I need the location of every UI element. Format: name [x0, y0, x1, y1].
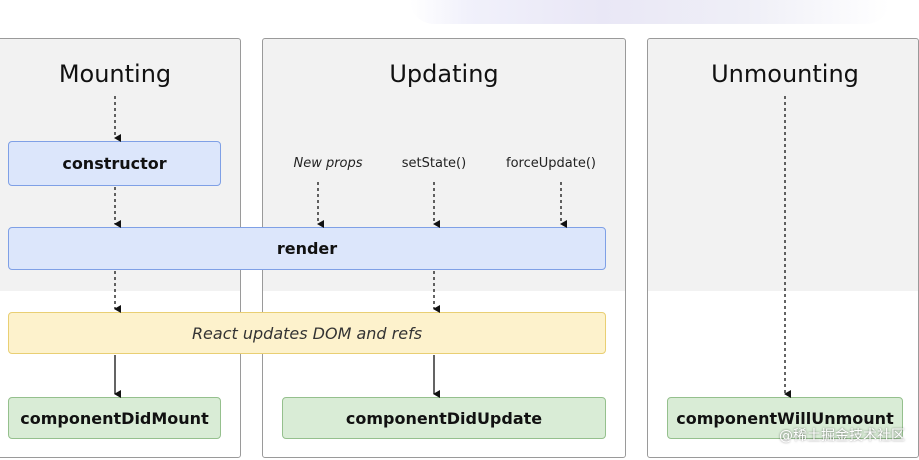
trigger-set-state: setState(): [401, 156, 467, 171]
header-illustration: [410, 0, 890, 24]
component-did-update-node: componentDidUpdate: [282, 397, 606, 439]
unmounting-panel: [647, 38, 919, 458]
trigger-force-update: forceUpdate(): [506, 156, 596, 171]
render-node: render: [8, 227, 606, 270]
component-will-unmount-node: componentWillUnmount: [667, 397, 903, 439]
constructor-node: constructor: [8, 141, 221, 186]
updating-title: Updating: [389, 60, 499, 88]
watermark-text: @稀土掘金技术社区: [779, 428, 905, 444]
component-did-mount-node: componentDidMount: [8, 397, 221, 439]
mounting-title: Mounting: [58, 60, 172, 88]
trigger-new-props: New props: [293, 156, 363, 171]
react-updates-node: React updates DOM and refs: [8, 312, 606, 354]
unmounting-title: Unmounting: [711, 60, 859, 88]
